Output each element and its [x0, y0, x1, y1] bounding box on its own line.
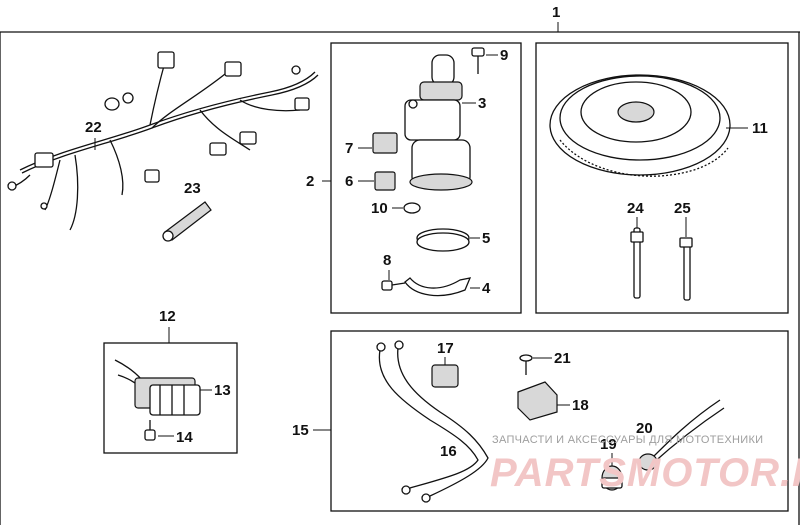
- callout-3: 3: [478, 95, 486, 112]
- callout-7: 7: [345, 140, 353, 157]
- frame-cables: [330, 330, 789, 512]
- grommet-10: [403, 202, 421, 214]
- frame-flywheel: [535, 42, 789, 314]
- callout-22: 22: [85, 119, 102, 136]
- clip-18: [517, 381, 558, 421]
- watermark-tagline: ЗАПЧАСТИ И АКСЕССУАРЫ ДЛЯ МОТОТЕХНИКИ: [492, 434, 763, 446]
- cable-tie-24: [630, 227, 644, 299]
- callout-17: 17: [437, 340, 454, 357]
- callout-5: 5: [482, 230, 490, 247]
- bolt-8: [381, 280, 406, 291]
- bolt-9: [471, 47, 485, 74]
- callout-12: 12: [159, 308, 176, 325]
- frame-regulator: [103, 342, 238, 454]
- relay-6: [374, 171, 396, 191]
- watermark-logo: PARTSMOTOR.RU: [490, 451, 800, 495]
- callout-8: 8: [383, 252, 391, 269]
- battery-cable-16: [376, 340, 489, 503]
- wire-harness-22: [7, 51, 319, 231]
- relay-7: [372, 132, 398, 154]
- starter-motor-3: [404, 54, 473, 191]
- callout-16: 16: [440, 443, 457, 460]
- callout-11: 11: [752, 120, 768, 137]
- callout-2: 2: [306, 173, 314, 190]
- callout-20: 20: [636, 420, 653, 437]
- callout-18: 18: [572, 397, 589, 414]
- callout-10: 10: [371, 200, 388, 217]
- callout-21: 21: [554, 350, 571, 367]
- callout-1: 1: [552, 4, 560, 21]
- callout-15: 15: [292, 422, 309, 439]
- callout-13: 13: [214, 382, 231, 399]
- regulator-13: [114, 359, 201, 416]
- grommet-17: [431, 364, 459, 388]
- screw-21: [519, 354, 533, 375]
- callout-25: 25: [674, 200, 691, 217]
- callout-24: 24: [627, 200, 644, 217]
- bolt-14: [144, 420, 156, 441]
- switch-20: [638, 399, 725, 471]
- callout-9: 9: [500, 47, 508, 64]
- band-5: [416, 228, 470, 252]
- cable-tie-25: [679, 237, 693, 301]
- callout-4: 4: [482, 280, 491, 297]
- callout-19: 19: [600, 436, 617, 453]
- switch-19: [601, 465, 623, 491]
- callout-14: 14: [176, 429, 193, 446]
- frame-starter-assembly: [330, 42, 522, 314]
- bracket-4: [404, 277, 472, 297]
- tube-23: [162, 201, 212, 242]
- callout-23: 23: [184, 180, 201, 197]
- flywheel-11: [549, 74, 731, 177]
- callout-6: 6: [345, 173, 353, 190]
